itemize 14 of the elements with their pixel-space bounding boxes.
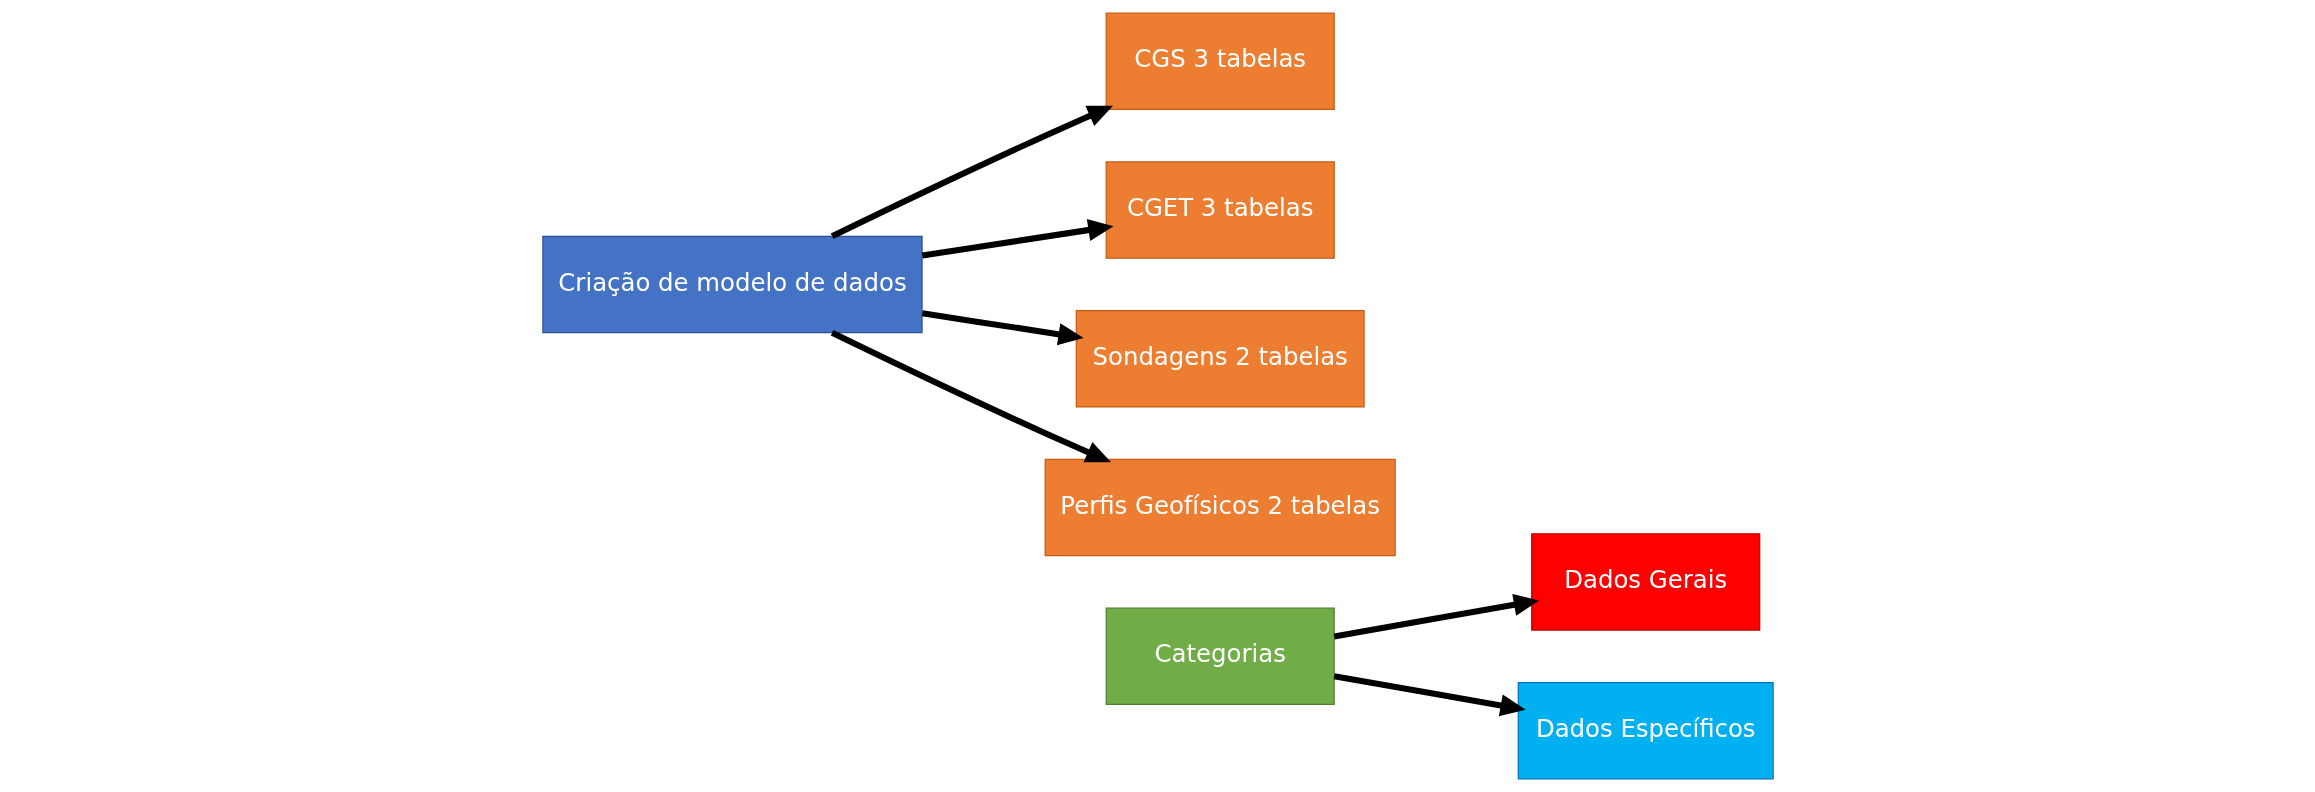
node-box: CGET 3 tabelas	[1105, 161, 1335, 259]
arrow	[830, 329, 1111, 463]
node-box: Sondagens 2 tabelas	[1075, 310, 1365, 408]
node-box: Dados Gerais	[1530, 533, 1760, 631]
node-box: Criação de modelo de dados	[541, 235, 923, 334]
node-box: CGS 3 tabelas	[1105, 12, 1335, 111]
arrow	[921, 219, 1114, 259]
arrow	[921, 310, 1084, 346]
node-box: Perfis Geofísicos 2 tabelas	[1044, 458, 1396, 557]
arrow	[830, 105, 1113, 239]
node-box: Categorias	[1105, 607, 1335, 706]
node-box: Dados Específicos	[1517, 681, 1774, 780]
arrow	[1333, 593, 1539, 640]
arrow	[1333, 673, 1526, 717]
